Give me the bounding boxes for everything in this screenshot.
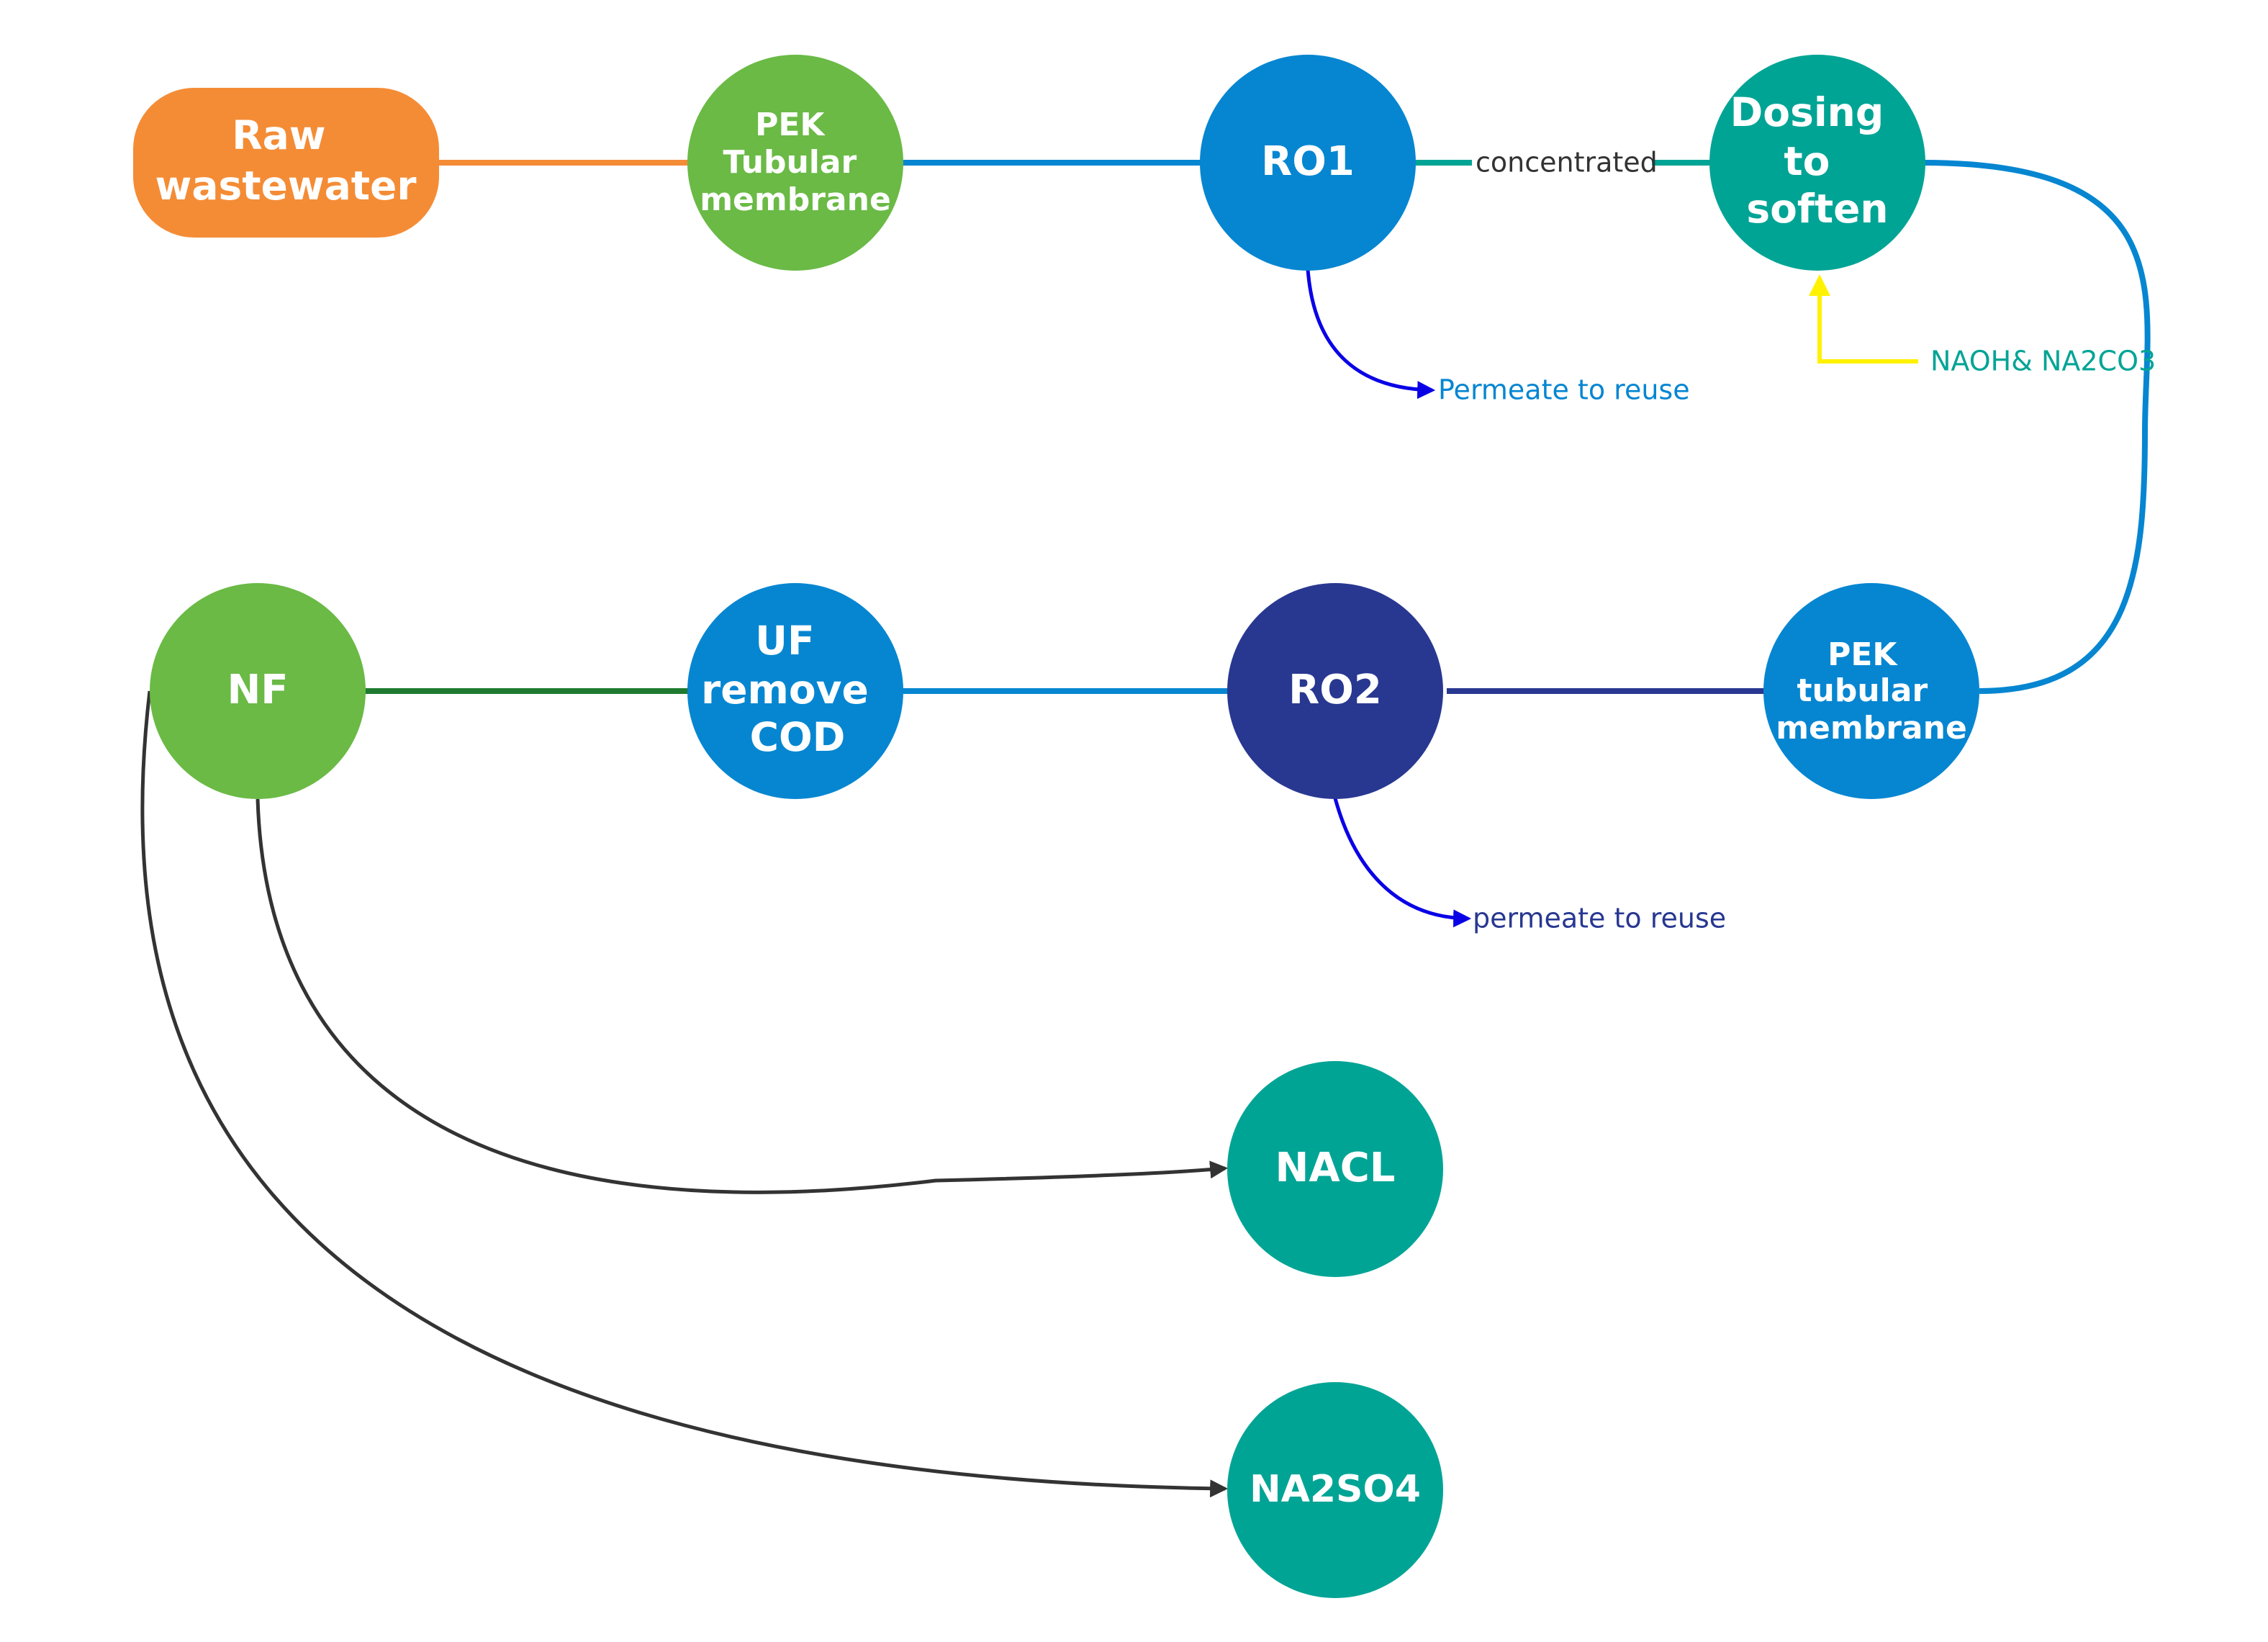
node-dosing-label-2: to (1784, 138, 1830, 184)
node-pek1-label-3: membrane (700, 181, 891, 218)
node-ro2[interactable]: RO2 (1227, 583, 1443, 799)
node-raw-wastewater-label-2: wastewater (155, 163, 417, 209)
node-pek-tubular-membrane-2-shape (1763, 583, 1979, 799)
svg-text:Dosing to soften: Dosing to soften (1730, 89, 1898, 232)
node-ro1-shape (1200, 55, 1416, 271)
node-uf-label-1: UF (755, 618, 814, 664)
node-nacl-shape (1227, 1061, 1443, 1277)
svg-text:RO2: RO2 (1288, 667, 1382, 713)
node-nacl[interactable]: NACL (1227, 1061, 1443, 1277)
node-nf[interactable]: NF (150, 583, 366, 799)
edge-label-permeate-ro1: Permeate to reuse (1438, 374, 1690, 406)
node-uf-shape (687, 583, 903, 799)
node-ro1-label: RO1 (1261, 138, 1355, 185)
node-nf-shape (150, 583, 366, 799)
svg-text:UF remove COD: UF remove COD (701, 618, 882, 760)
edge-ro2-permeate (1333, 798, 1472, 928)
node-raw-wastewater-shape (133, 88, 439, 238)
node-na2so4-shape (1227, 1382, 1443, 1598)
svg-text:NACL: NACL (1275, 1145, 1396, 1191)
edges (140, 160, 2151, 1498)
svg-text:NA2SO4: NA2SO4 (1250, 1468, 1421, 1511)
node-raw-wastewater[interactable]: Raw wastewater (133, 88, 439, 238)
edge-naoh-dosing (1809, 274, 1918, 364)
node-uf-label-2: remove (701, 667, 869, 713)
svg-text:PEK tubular membra: PEK tubular membrane (1776, 636, 1967, 746)
node-pek1-label-2: Tubular (723, 144, 857, 181)
node-pek-tubular-membrane-2[interactable]: PEK tubular membrane (1763, 583, 1979, 799)
node-na2so4-label: NA2SO4 (1250, 1468, 1421, 1511)
svg-text:PEK Tubular membra: PEK Tubular membrane (700, 107, 891, 218)
node-dosing-label-3: soften (1746, 186, 1888, 232)
node-dosing-label-1: Dosing (1730, 89, 1884, 135)
node-pek-tubular-membrane-1[interactable]: PEK Tubular membrane (687, 55, 903, 271)
edge-label-concentrated: concentrated (1476, 147, 1658, 179)
edge-label-naoh-na2co3: NAOH& NA2CO3 (1930, 346, 2156, 377)
node-ro2-shape (1227, 583, 1443, 799)
node-pek2-label-3: membrane (1776, 710, 1967, 746)
node-ro2-label: RO2 (1288, 667, 1382, 713)
node-pek2-label-2: tubular (1797, 672, 1928, 709)
node-nacl-label: NACL (1275, 1145, 1396, 1191)
svg-text:RO1: RO1 (1261, 138, 1355, 185)
node-uf-label-3: COD (750, 714, 846, 760)
svg-text:Raw wastewater: Raw wastewater (155, 112, 417, 209)
edge-ro1-permeate (1306, 269, 1436, 400)
node-na2so4[interactable]: NA2SO4 (1227, 1382, 1443, 1598)
node-raw-wastewater-label-1: Raw (232, 112, 325, 158)
node-pek2-label-1: PEK (1827, 636, 1898, 673)
node-ro1[interactable]: RO1 (1200, 55, 1416, 271)
edge-nf-to-na2so4 (140, 690, 1229, 1498)
node-nf-label: NF (227, 667, 288, 713)
node-dosing-shape (1709, 55, 1925, 271)
edge-dosing-to-pek2 (1923, 160, 2151, 694)
node-uf-remove-cod[interactable]: UF remove COD (687, 583, 903, 799)
svg-text:NF: NF (227, 667, 288, 713)
node-dosing-to-soften[interactable]: Dosing to soften (1709, 55, 1925, 271)
node-pek-tubular-membrane-1-shape (687, 55, 903, 271)
node-pek1-label-1: PEK (755, 107, 826, 143)
edge-label-permeate-ro2: permeate to reuse (1473, 903, 1726, 934)
edge-nf-to-nacl (256, 798, 1229, 1194)
